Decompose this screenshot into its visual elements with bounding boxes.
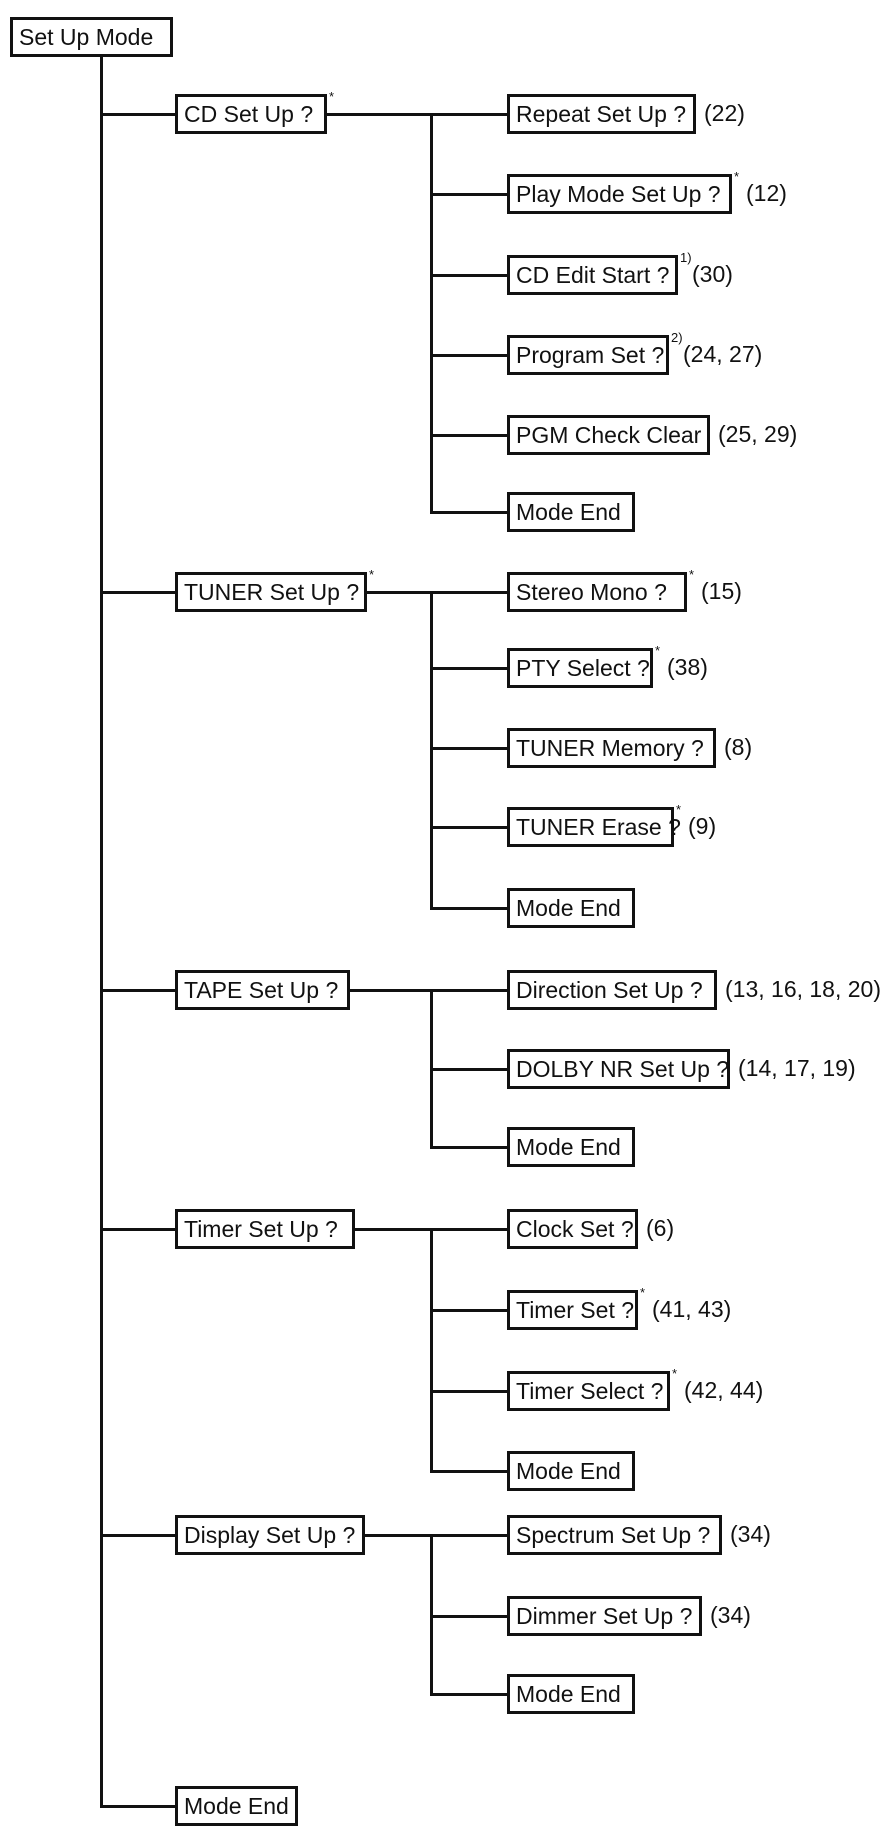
child-node: DOLBY NR Set Up ? — [507, 1049, 730, 1089]
branch-footnote-mark: * — [369, 567, 375, 582]
page-reference: (9) — [688, 813, 717, 839]
page-reference: (12) — [746, 180, 787, 206]
child-node: PTY Select ? — [507, 648, 653, 688]
page-reference: (25, 29) — [718, 421, 798, 447]
child-node: Mode End — [507, 1127, 635, 1167]
child-footnote-mark: * — [672, 1366, 678, 1381]
child-node: Dimmer Set Up ? — [507, 1596, 702, 1636]
child-connector — [430, 354, 507, 357]
child-connector — [430, 1470, 507, 1473]
branch-connector — [100, 591, 175, 594]
sub-connector — [355, 1228, 430, 1231]
page-reference: (34) — [730, 1521, 771, 1547]
child-node: Direction Set Up ? — [507, 970, 717, 1010]
branch-connector — [100, 1805, 175, 1808]
branch-node: TUNER Set Up ? — [175, 572, 367, 612]
child-node: Repeat Set Up ? — [507, 94, 696, 134]
child-connector — [430, 1228, 507, 1231]
page-reference: (6) — [646, 1215, 675, 1241]
branch-footnote-mark: * — [329, 89, 335, 104]
child-node: Timer Select ? — [507, 1371, 670, 1411]
page-reference: (8) — [724, 734, 753, 760]
child-connector — [430, 1309, 507, 1312]
page-reference: (42, 44) — [684, 1377, 764, 1403]
child-node: Mode End — [507, 1451, 635, 1491]
child-footnote-mark: * — [676, 802, 682, 817]
child-connector — [430, 747, 507, 750]
sub-connector — [327, 113, 430, 116]
child-node: Mode End — [507, 492, 635, 532]
child-connector — [430, 667, 507, 670]
branch-connector — [100, 113, 175, 116]
child-node: Play Mode Set Up ? — [507, 174, 732, 214]
sub-trunk-connector — [430, 113, 433, 514]
child-footnote-mark: * — [734, 169, 740, 184]
child-node: Stereo Mono ? — [507, 572, 687, 612]
child-node: TUNER Memory ? — [507, 728, 716, 768]
child-connector — [430, 591, 507, 594]
child-node: Timer Set ? — [507, 1290, 638, 1330]
branch-connector — [100, 1534, 175, 1537]
page-reference: (15) — [701, 578, 742, 604]
child-connector — [430, 989, 507, 992]
child-connector — [430, 434, 507, 437]
root-node: Set Up Mode — [10, 17, 173, 57]
branch-node: Display Set Up ? — [175, 1515, 365, 1555]
page-reference: (13, 16, 18, 20) — [725, 976, 881, 1002]
child-connector — [430, 1693, 507, 1696]
child-footnote-mark: 2) — [671, 330, 683, 345]
sub-trunk-connector — [430, 1228, 433, 1473]
child-footnote-mark: * — [689, 567, 695, 582]
child-connector — [430, 113, 507, 116]
child-footnote-mark: * — [640, 1285, 646, 1300]
page-reference: (34) — [710, 1602, 751, 1628]
page-reference: (30) — [692, 261, 733, 287]
branch-connector — [100, 989, 175, 992]
child-node: Clock Set ? — [507, 1209, 638, 1249]
child-node: Mode End — [507, 1674, 635, 1714]
sub-connector — [367, 591, 430, 594]
child-node: TUNER Erase ? — [507, 807, 681, 847]
branch-node: Mode End — [175, 1786, 298, 1826]
child-connector — [430, 511, 507, 514]
page-reference: (22) — [704, 100, 745, 126]
child-node: Spectrum Set Up ? — [507, 1515, 722, 1555]
child-node: CD Edit Start ? — [507, 255, 678, 295]
child-connector — [430, 826, 507, 829]
sub-connector — [350, 989, 430, 992]
child-connector — [430, 1534, 507, 1537]
page-reference: (41, 43) — [652, 1296, 732, 1322]
child-connector — [430, 1390, 507, 1393]
branch-node: CD Set Up ? — [175, 94, 327, 134]
sub-connector — [365, 1534, 430, 1537]
page-reference: (14, 17, 19) — [738, 1055, 856, 1081]
child-connector — [430, 907, 507, 910]
child-node: PGM Check Clear — [507, 415, 710, 455]
page-reference: (38) — [667, 654, 708, 680]
branch-connector — [100, 1228, 175, 1231]
child-connector — [430, 193, 507, 196]
child-connector — [430, 1146, 507, 1149]
child-node: Program Set ? — [507, 335, 669, 375]
child-node: Mode End — [507, 888, 635, 928]
child-footnote-mark: 1) — [680, 250, 692, 265]
child-connector — [430, 1615, 507, 1618]
child-footnote-mark: * — [655, 643, 661, 658]
page-reference: (24, 27) — [683, 341, 763, 367]
child-connector — [430, 274, 507, 277]
trunk-connector — [100, 56, 103, 1807]
child-connector — [430, 1068, 507, 1071]
branch-node: TAPE Set Up ? — [175, 970, 350, 1010]
branch-node: Timer Set Up ? — [175, 1209, 355, 1249]
sub-trunk-connector — [430, 591, 433, 910]
